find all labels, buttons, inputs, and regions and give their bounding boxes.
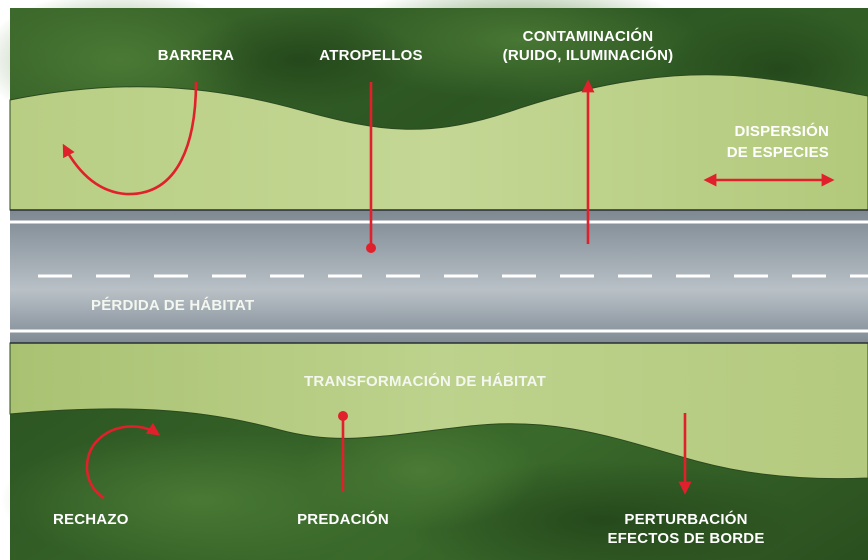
barrera-arrow xyxy=(62,81,198,196)
bottom-verge xyxy=(9,342,868,480)
label-barrera: BARRERA xyxy=(158,47,234,64)
label-perturbacion-line2: EFECTOS DE BORDE xyxy=(607,530,764,547)
label-perturbacion-line1: PERTURBACIÓN xyxy=(624,510,747,528)
label-predacion: PREDACIÓN xyxy=(297,510,389,528)
effect-arrows xyxy=(62,79,835,500)
label-perdida-habitat: PÉRDIDA DE HÁBITAT xyxy=(91,297,254,314)
atropellos-dot xyxy=(366,243,376,253)
label-contaminacion-line2: (RUIDO, ILUMINACIÓN) xyxy=(503,46,674,64)
rechazo-arrow xyxy=(85,422,161,500)
label-dispersion-line2: DE ESPECIES xyxy=(727,144,829,161)
label-contaminacion-line1: CONTAMINACIÓN xyxy=(523,27,654,45)
label-dispersion-line1: DISPERSIÓN xyxy=(734,122,829,140)
label-transformacion-habitat: TRANSFORMACIÓN DE HÁBITAT xyxy=(304,372,546,390)
labels: BARRERA ATROPELLOS CONTAMINACIÓN (RUIDO,… xyxy=(53,27,829,547)
label-atropellos: ATROPELLOS xyxy=(319,47,422,64)
road xyxy=(10,209,868,344)
top-verge xyxy=(9,74,868,211)
predacion-dot xyxy=(338,411,348,421)
label-rechazo: RECHAZO xyxy=(53,511,129,528)
